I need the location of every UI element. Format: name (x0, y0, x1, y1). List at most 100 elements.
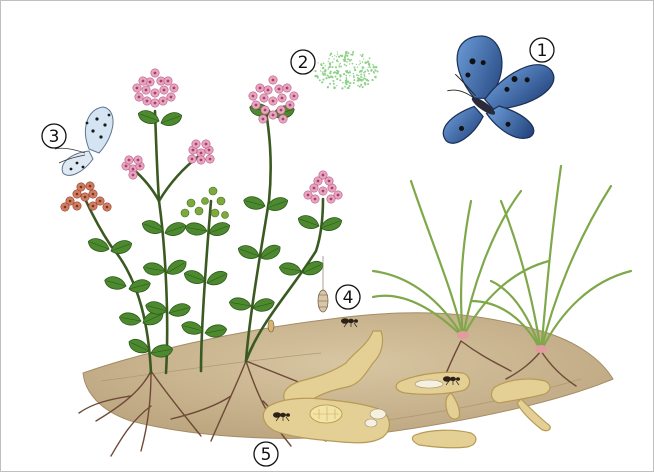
egg-dot (352, 63, 354, 65)
egg-dot (356, 64, 357, 65)
egg-dot (336, 78, 338, 80)
egg-dot (325, 77, 327, 79)
egg-dot (373, 66, 376, 69)
egg-dot (351, 53, 353, 55)
label-3: 3 (42, 124, 66, 148)
egg-dot (345, 51, 347, 53)
egg-dot (336, 85, 337, 86)
egg-dot (358, 78, 360, 80)
egg-dot (339, 63, 340, 64)
label-5: 5 (254, 442, 278, 466)
egg-dot (322, 67, 325, 70)
label-2-number: 2 (298, 53, 309, 73)
egg-dot (333, 86, 336, 89)
label-4-number: 4 (343, 288, 354, 308)
egg-dot (344, 56, 346, 58)
egg-dot (348, 85, 350, 87)
egg-dot (368, 73, 370, 75)
egg-dot (342, 82, 344, 84)
egg-dot (360, 54, 361, 55)
egg-cluster (314, 51, 378, 90)
label-3-number: 3 (49, 127, 60, 147)
egg-dot (328, 61, 329, 62)
egg-dot (329, 72, 331, 74)
egg-dot (369, 65, 370, 66)
egg-dot (338, 64, 340, 66)
egg-dot (345, 75, 347, 77)
egg-dot (368, 63, 371, 66)
egg-dot (328, 58, 329, 59)
egg-dot (374, 76, 377, 79)
egg-dot (323, 63, 325, 65)
egg-dot (360, 70, 363, 73)
egg-dot (314, 75, 316, 77)
egg-dot (333, 72, 335, 74)
egg-dot (353, 51, 354, 52)
egg-dot (341, 55, 344, 58)
egg-dot (362, 79, 364, 81)
egg-dot (339, 79, 341, 81)
egg-dot (349, 70, 350, 71)
egg-dot (338, 66, 340, 68)
egg-dot (372, 79, 374, 81)
egg-dot (368, 67, 369, 68)
egg-dot (375, 66, 377, 68)
egg-dot (329, 66, 331, 68)
egg-dot (334, 55, 335, 56)
egg-dot (353, 82, 355, 84)
label-1-number: 1 (537, 41, 548, 61)
egg-dot (359, 60, 360, 61)
egg-dot (324, 69, 326, 71)
egg-dot (337, 51, 338, 52)
egg-dot (356, 74, 358, 76)
egg-dot (363, 58, 364, 59)
plant-leaves (86, 102, 343, 359)
egg-dot (319, 79, 321, 81)
egg-dot (369, 57, 371, 59)
egg-dot (340, 65, 342, 67)
egg-dot (367, 83, 369, 85)
egg-dot (332, 76, 334, 78)
egg-dot (334, 75, 336, 77)
egg-dot (324, 73, 326, 75)
egg-dot (332, 56, 333, 57)
egg-dot (364, 83, 366, 85)
egg-dot (371, 69, 372, 70)
egg-dot (374, 69, 376, 71)
egg-dot (343, 58, 346, 61)
egg-dot (346, 61, 348, 63)
egg-dot (361, 55, 363, 57)
egg-dot (357, 66, 358, 67)
egg-dot (362, 61, 364, 63)
egg-dot (329, 83, 331, 85)
egg-dot (322, 73, 324, 75)
egg-dot (338, 56, 340, 58)
egg-dot (325, 65, 326, 66)
egg-dot (377, 70, 379, 72)
egg-dot (347, 81, 349, 83)
egg-dot (349, 83, 350, 84)
egg-dot (346, 70, 348, 72)
egg-dot (339, 75, 341, 77)
egg-dot (346, 78, 347, 79)
egg-dot (360, 84, 362, 86)
egg-dot (317, 76, 319, 78)
label-4: 4 (336, 285, 360, 309)
egg-dot (335, 66, 337, 68)
label-5-number: 5 (261, 445, 272, 465)
egg-dot (321, 81, 323, 83)
egg-dot (349, 63, 350, 64)
egg-dot (336, 59, 338, 61)
egg-dot (347, 87, 349, 89)
egg-dot (327, 86, 329, 88)
egg-dot (336, 56, 337, 57)
egg-dot (349, 60, 351, 62)
egg-dot (357, 85, 359, 87)
egg-dot (364, 70, 366, 72)
ant-on-stem (268, 320, 274, 332)
egg-dot (331, 66, 333, 68)
flower-cluster-top-left (133, 69, 178, 107)
egg-dot (332, 61, 334, 63)
egg-dot (347, 52, 349, 54)
